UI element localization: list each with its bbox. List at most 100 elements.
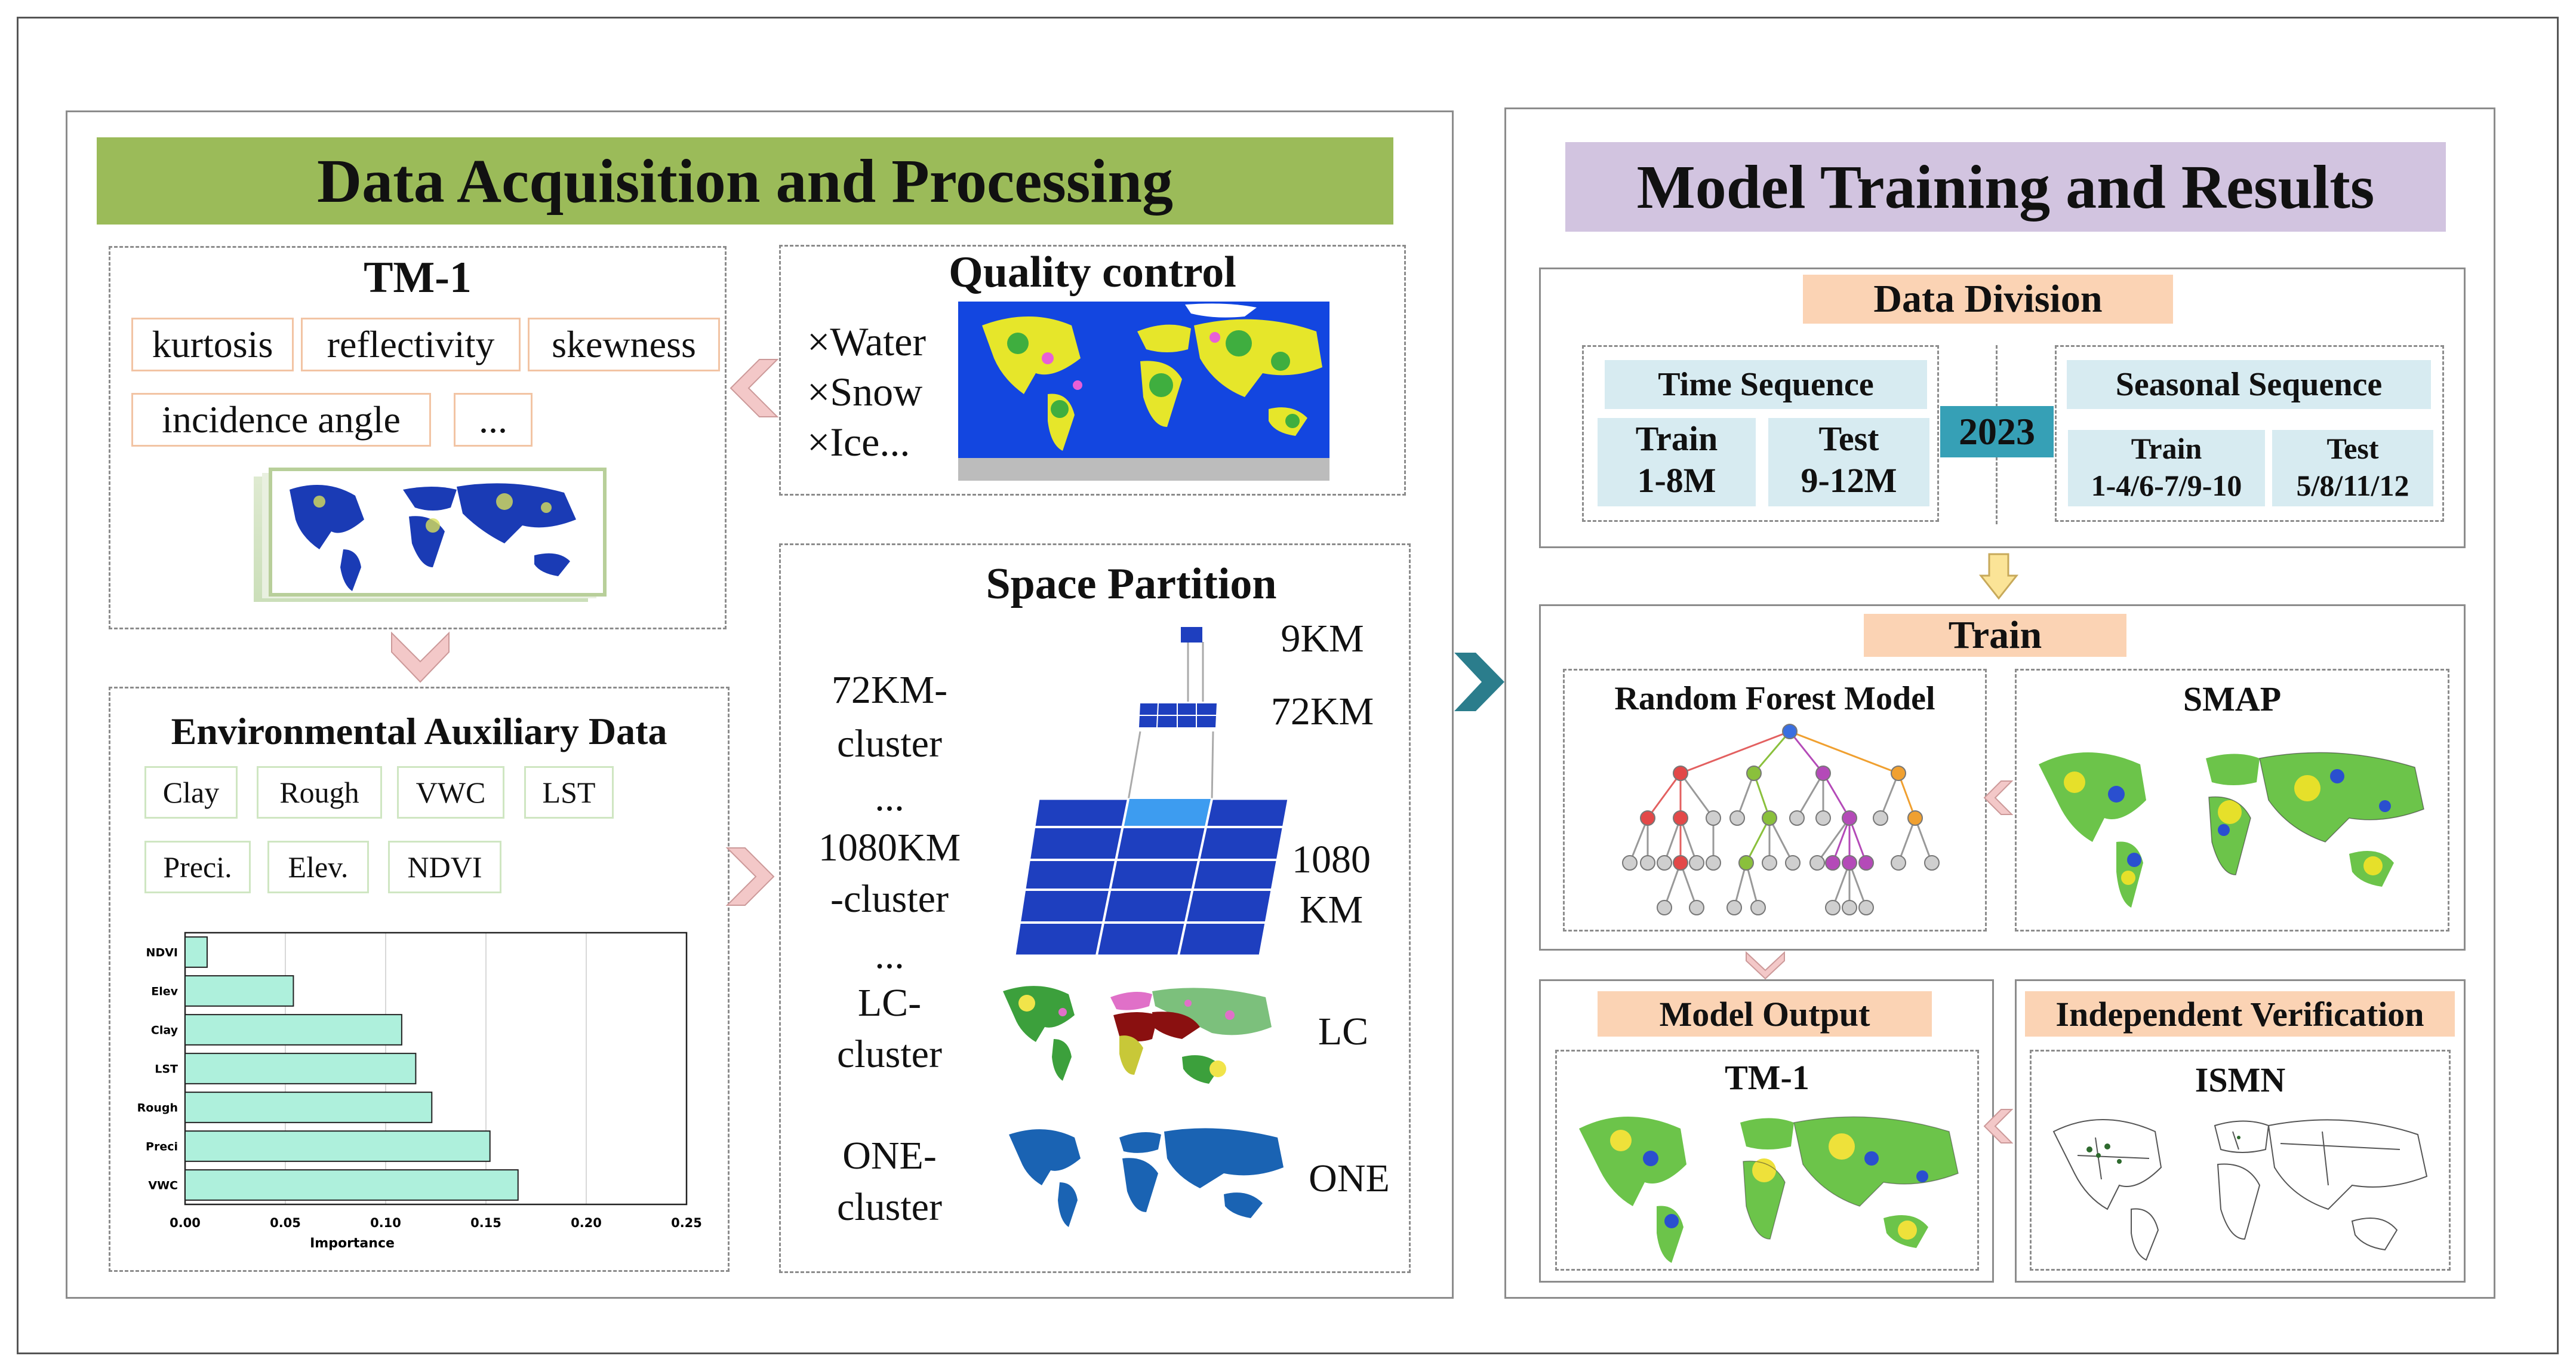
- env-aux-title: Environmental Auxiliary Data: [171, 710, 667, 752]
- seasonal-sequence-title: Seasonal Sequence: [2067, 360, 2431, 409]
- time-train-box: Train 1-8M: [1598, 418, 1756, 506]
- cluster-label-72km-2: cluster: [837, 722, 942, 766]
- smap-to-rf-arrow-icon: [1983, 780, 2014, 815]
- qc-to-tm1-arrow-icon: [730, 359, 779, 417]
- down-arrow-icon: [1978, 553, 2019, 600]
- seasonal-train-range: 1-4/6-7/9-10: [2091, 469, 2242, 502]
- smap-title: SMAP: [2183, 679, 2282, 718]
- tag-skewness: skewness: [528, 318, 720, 371]
- env-to-space-arrow-icon: [725, 847, 775, 906]
- ismn-world-map: [2052, 1119, 2428, 1261]
- data-division-box: [1539, 268, 2466, 548]
- random-forest-box: [1563, 669, 1987, 932]
- env-tag-lst: LST: [524, 766, 614, 819]
- cluster-label-1080km: 1080KM: [818, 826, 961, 869]
- ismn-title: ISMN: [2195, 1060, 2286, 1099]
- qc-ice: ×Ice...: [807, 419, 910, 465]
- scale-label-9km: 9KM: [1281, 617, 1364, 660]
- x-tick-label: 0.20: [571, 1216, 602, 1230]
- y-tick-label: Rough: [137, 1102, 178, 1115]
- right-panel-title: Model Training and Results: [1565, 142, 2446, 232]
- quality-control-title: Quality control: [949, 247, 1236, 297]
- qc-water: ×Water: [807, 319, 926, 364]
- ismn-to-output-arrow-icon: [1983, 1109, 2014, 1143]
- time-sequence-title: Time Sequence: [1605, 360, 1927, 409]
- data-division-title: Data Division: [1803, 275, 2173, 324]
- scale-label-1080: 1080: [1292, 838, 1371, 881]
- cluster-label-lc-2: cluster: [837, 1032, 942, 1076]
- left-to-right-panel-arrow-icon: [1454, 653, 1504, 711]
- scale-label-km: KM: [1299, 888, 1364, 932]
- x-tick-label: 0.00: [170, 1216, 201, 1230]
- seasonal-sequence-box: [2055, 345, 2444, 522]
- grid-1080km: [1014, 798, 1289, 957]
- importance-bar: [184, 1092, 433, 1123]
- right-panel: [1504, 107, 2495, 1299]
- train-title: Train: [1864, 613, 2126, 657]
- train-box: [1539, 604, 2466, 951]
- quality-control-box: [779, 245, 1406, 496]
- importance-bar: [184, 936, 208, 968]
- time-test-box: Test 9-12M: [1768, 418, 1929, 506]
- time-sequence-box: [1582, 345, 1939, 522]
- model-output-map-frame: [1555, 1050, 1979, 1271]
- seasonal-test-box: Test 5/8/11/12: [2272, 430, 2433, 506]
- tag-incidence-angle: incidence angle: [131, 393, 431, 447]
- grid-pyramid: [1014, 627, 1289, 957]
- tag-kurtosis: kurtosis: [131, 318, 294, 371]
- env-tag-vwc: VWC: [397, 766, 504, 819]
- env-tag-ndvi: NDVI: [388, 841, 501, 893]
- scale-label-72km: 72KM: [1270, 690, 1374, 733]
- env-tag-preci: Preci.: [144, 841, 251, 893]
- importance-bar: [184, 1130, 491, 1162]
- time-test-range: 9-12M: [1801, 461, 1897, 500]
- cluster-label-one-2: cluster: [837, 1185, 942, 1229]
- qc-exclusion-list: ×Water ×Snow ×Ice...: [807, 316, 926, 467]
- verification-title: Independent Verification: [2025, 991, 2455, 1037]
- random-forest-title: Random Forest Model: [1614, 680, 1935, 717]
- train-to-output-arrow-icon: [1746, 951, 1785, 980]
- time-train-label: Train: [1635, 419, 1718, 458]
- tm1-box: [109, 246, 727, 629]
- one-world-map: [1009, 1128, 1284, 1227]
- seasonal-test-range: 5/8/11/12: [2296, 469, 2409, 502]
- left-panel-title: Data Acquisition and Processing: [97, 137, 1393, 225]
- env-tag-elev: Elev.: [267, 841, 369, 893]
- verification-map-frame: [2030, 1050, 2451, 1271]
- importance-bar: [184, 975, 294, 1007]
- random-forest-tree: [1622, 724, 1940, 915]
- space-partition-box: [779, 543, 1411, 1273]
- time-train-range: 1-8M: [1637, 461, 1716, 500]
- tm1-title: TM-1: [364, 253, 472, 302]
- time-test-label: Test: [1818, 419, 1879, 458]
- tm1-stacked-maps: [254, 468, 607, 602]
- model-output-title: Model Output: [1598, 991, 1932, 1037]
- seasonal-test-label: Test: [2326, 432, 2379, 465]
- tag-ellipsis: ...: [454, 393, 533, 447]
- x-axis-label: Importance: [310, 1236, 395, 1251]
- verification-box: [2015, 979, 2466, 1283]
- env-aux-box: [109, 687, 730, 1272]
- cluster-label-lc: LC-: [857, 981, 922, 1025]
- seasonal-train-label: Train: [2131, 432, 2202, 465]
- smap-box: [2015, 669, 2449, 932]
- outer-frame: [17, 17, 2559, 1354]
- tm1-map-continents: [290, 483, 576, 591]
- x-tick-label: 0.15: [470, 1216, 501, 1230]
- space-partition-title: Space Partition: [986, 559, 1277, 608]
- tm1-to-env-arrow-icon: [391, 631, 450, 683]
- y-tick-label: Preci: [146, 1141, 178, 1154]
- cluster-ellipsis-2: ...: [875, 933, 904, 977]
- env-tag-clay: Clay: [144, 766, 238, 819]
- seasonal-train-box: Train 1-4/6-7/9-10: [2068, 430, 2265, 506]
- tm1-output-world-map: [1579, 1116, 1959, 1263]
- y-tick-label: VWC: [148, 1179, 178, 1192]
- x-tick-label: 0.10: [370, 1216, 401, 1230]
- model-output-map-title: TM-1: [1725, 1058, 1809, 1097]
- year-badge: 2023: [1940, 406, 2054, 457]
- grid-9km-cell: [1181, 627, 1202, 643]
- lc-world-map: [1003, 986, 1272, 1084]
- qc-snow: ×Snow: [807, 369, 923, 414]
- importance-bar: [184, 1169, 519, 1201]
